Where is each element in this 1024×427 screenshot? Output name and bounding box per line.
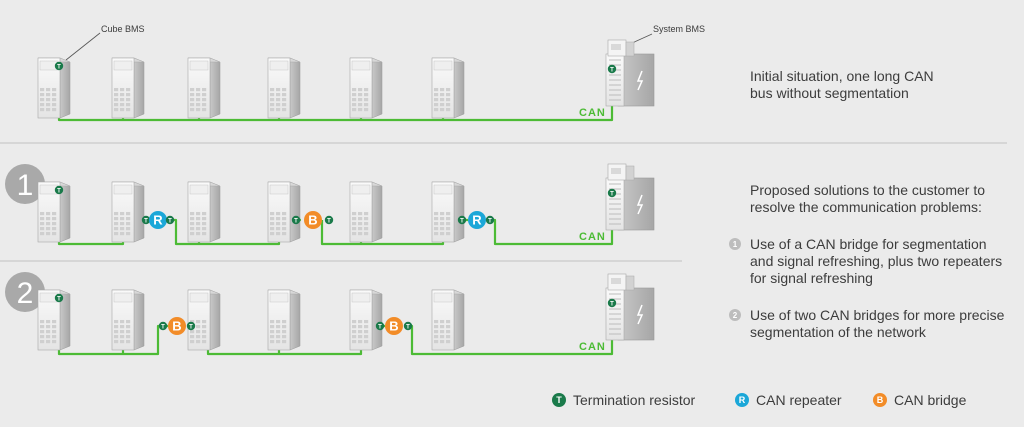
proposal-item-2-text: Use of two CAN bridges for more precise … [750, 307, 1005, 340]
termination-resistor-icon: T [552, 393, 566, 407]
svg-text:T: T [610, 191, 614, 197]
termination-resistor-icon: T [54, 293, 64, 302]
cube-bms-unit [431, 181, 465, 243]
proposal-item-2-marker: 2 [729, 309, 741, 321]
termination-resistor-icon: T [141, 215, 151, 224]
svg-text:T: T [168, 218, 172, 224]
can-bridge-icon: B [873, 393, 887, 407]
termination-resistor-icon: T [186, 321, 196, 330]
can-repeater-icon: R [468, 211, 486, 229]
termination-resistor-icon: T [607, 298, 617, 307]
termination-resistor-icon: T [165, 215, 175, 224]
cube-bms-unit [187, 57, 221, 119]
can-bridge-icon: B [385, 317, 403, 335]
svg-text:T: T [610, 301, 614, 307]
svg-text:2: 2 [17, 277, 34, 310]
can-bus-label: CAN [579, 231, 606, 243]
svg-text:T: T [488, 218, 492, 224]
svg-text:T: T [189, 324, 193, 330]
termination-resistor-icon: T [291, 215, 301, 224]
cube-bms-unit [187, 181, 221, 243]
system-bms-unit [605, 163, 655, 231]
cube-bms-unit [37, 289, 71, 351]
can-repeater-icon: R [735, 393, 749, 407]
proposal-heading: Proposed solutions to the customer to re… [750, 182, 986, 215]
svg-text:B: B [172, 319, 181, 334]
svg-text:T: T [460, 218, 464, 224]
cube-bms-unit [111, 57, 145, 119]
termination-resistor-icon: T [607, 64, 617, 73]
cube-bms-unit [37, 181, 71, 243]
cube-bms-callout-line [65, 32, 101, 61]
cube-bms-label: Cube BMS [101, 24, 145, 34]
svg-text:T: T [378, 324, 382, 330]
svg-text:B: B [308, 213, 317, 228]
termination-resistor-icon: T [54, 61, 64, 70]
termination-resistor-icon: T [457, 215, 467, 224]
proposal-item-1-text: Use of a CAN bridge for segmentation and… [750, 236, 1003, 286]
can-bridge-icon: B [304, 211, 322, 229]
scenario-0-description: Initial situation, one long CAN bus with… [750, 68, 934, 101]
legend-termination: T Termination resistor [552, 391, 695, 409]
termination-resistor-icon: T [403, 321, 413, 330]
svg-text:T: T [294, 218, 298, 224]
svg-text:T: T [610, 67, 614, 73]
svg-text:T: T [144, 218, 148, 224]
svg-text:T: T [327, 218, 331, 224]
scenario-2-badge: 2 [5, 272, 45, 312]
cube-bms-unit [431, 57, 465, 119]
svg-text:T: T [161, 324, 165, 330]
cube-bms-unit [37, 57, 71, 119]
cube-bms-unit [111, 181, 145, 243]
proposal-item-1-marker: 1 [729, 238, 741, 250]
termination-resistor-icon: T [485, 215, 495, 224]
termination-resistor-icon: T [158, 321, 168, 330]
cube-bms-unit [349, 181, 383, 243]
svg-text:T: T [406, 324, 410, 330]
legend-label: CAN bridge [894, 392, 967, 408]
termination-resistor-icon: T [324, 215, 334, 224]
svg-text:T: T [57, 296, 61, 302]
svg-text:R: R [153, 213, 163, 228]
cube-bms-unit [187, 289, 221, 351]
legend-label: Termination resistor [573, 392, 696, 408]
svg-text:B: B [389, 319, 398, 334]
legend-label: CAN repeater [756, 392, 842, 408]
cube-bms-unit [111, 289, 145, 351]
svg-text:T: T [57, 64, 61, 70]
cube-bms-unit [349, 289, 383, 351]
system-bms-label: System BMS [653, 24, 705, 34]
can-bus-label: CAN [579, 341, 606, 353]
svg-text:R: R [472, 213, 482, 228]
cube-bms-unit [349, 57, 383, 119]
termination-resistor-icon: T [375, 321, 385, 330]
legend-bridge: B CAN bridge [873, 391, 966, 409]
can-repeater-icon: R [149, 211, 167, 229]
termination-resistor-icon: T [607, 188, 617, 197]
termination-resistor-icon: T [54, 185, 64, 194]
cube-bms-unit [267, 181, 301, 243]
cube-bms-unit [267, 57, 301, 119]
svg-text:T: T [57, 188, 61, 194]
svg-text:1: 1 [17, 169, 34, 202]
can-bus-label: CAN [579, 107, 606, 119]
can-bridge-icon: B [168, 317, 186, 335]
cube-bms-unit [431, 289, 465, 351]
cube-bms-unit [267, 289, 301, 351]
scenario-1-badge: 1 [5, 164, 45, 204]
legend-repeater: R CAN repeater [735, 391, 842, 409]
